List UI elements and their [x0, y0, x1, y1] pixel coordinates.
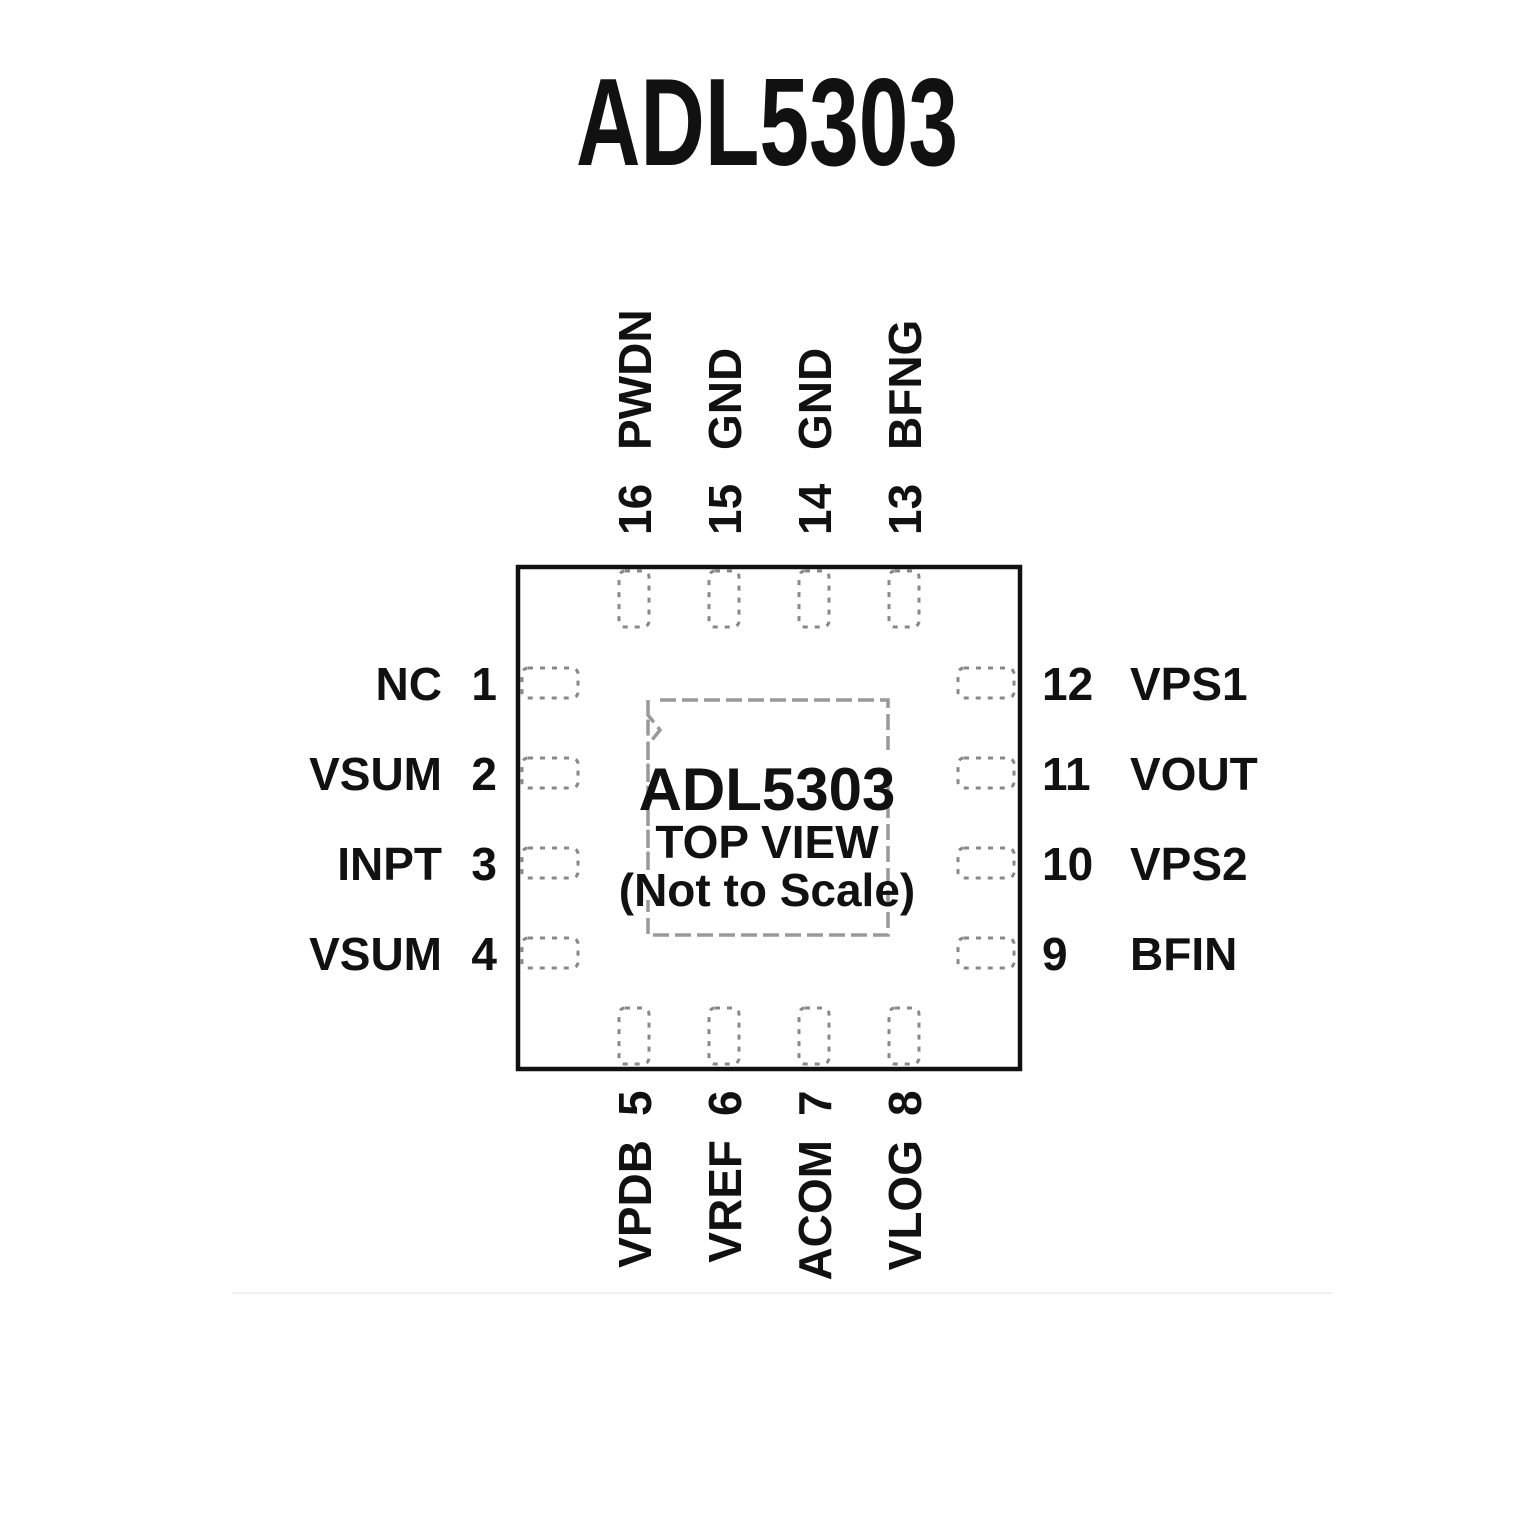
pin-number: 8 [879, 1090, 931, 1116]
pin-name: VREF [699, 1140, 751, 1263]
pin-pad [617, 1006, 651, 1066]
pin-pad [956, 666, 1016, 700]
pin-pad [617, 569, 651, 629]
pin-pad [797, 569, 831, 629]
pin-name: GND [789, 348, 841, 450]
pin-number: 6 [699, 1090, 751, 1116]
pin-name: VLOG [879, 1140, 931, 1270]
pin-name: VSUM [309, 928, 442, 980]
pin-number: 16 [609, 484, 661, 535]
pin-pad [707, 1006, 741, 1066]
pin-name: VOUT [1130, 748, 1258, 800]
pin-number: 13 [879, 484, 931, 535]
pin-number: 7 [789, 1090, 841, 1116]
chip-name: ADL5303 [639, 756, 896, 823]
pin-pad [956, 756, 1016, 790]
pin-name: BFIN [1130, 928, 1237, 980]
pin-number: 12 [1042, 658, 1093, 710]
pin-number: 1 [471, 658, 497, 710]
pin-name: VPDB [609, 1140, 661, 1268]
pin-name: VPS1 [1130, 658, 1248, 710]
pin-name: PWDN [609, 309, 661, 450]
pin-pad [887, 569, 921, 629]
pin-pad [956, 846, 1016, 880]
pin-number: 5 [609, 1090, 661, 1116]
pin-number: 11 [1042, 748, 1091, 800]
exposed-pad-outline [646, 698, 890, 937]
pin-number: 15 [699, 484, 751, 535]
chip-body [515, 564, 1023, 1072]
pin-number: 9 [1042, 928, 1068, 980]
pin-name: BFNG [879, 320, 931, 450]
pin-number: 2 [471, 748, 497, 800]
chip-view-label: TOP VIEW [655, 816, 879, 868]
pin-name: VPS2 [1130, 838, 1248, 890]
pin-name: INPT [337, 838, 442, 890]
chip-scale-note: (Not to Scale) [619, 864, 915, 916]
pin-name: VSUM [309, 748, 442, 800]
pin-pad [520, 756, 580, 790]
pin-pad [887, 1006, 921, 1066]
diagram-title: ADL5303 [576, 53, 958, 192]
pin-number: 4 [471, 928, 497, 980]
pin-name: ACOM [789, 1140, 841, 1281]
pin-pad [797, 1006, 831, 1066]
pin-pad [956, 936, 1016, 970]
pin-name: GND [699, 348, 751, 450]
pin-pad [707, 569, 741, 629]
pin-pad [520, 936, 580, 970]
pin-number: 14 [789, 483, 841, 535]
pin-number: 10 [1042, 838, 1093, 890]
pin-name: NC [376, 658, 442, 710]
pin-pad [520, 666, 580, 700]
pin-pad [520, 846, 580, 880]
pin-number: 3 [471, 838, 497, 890]
